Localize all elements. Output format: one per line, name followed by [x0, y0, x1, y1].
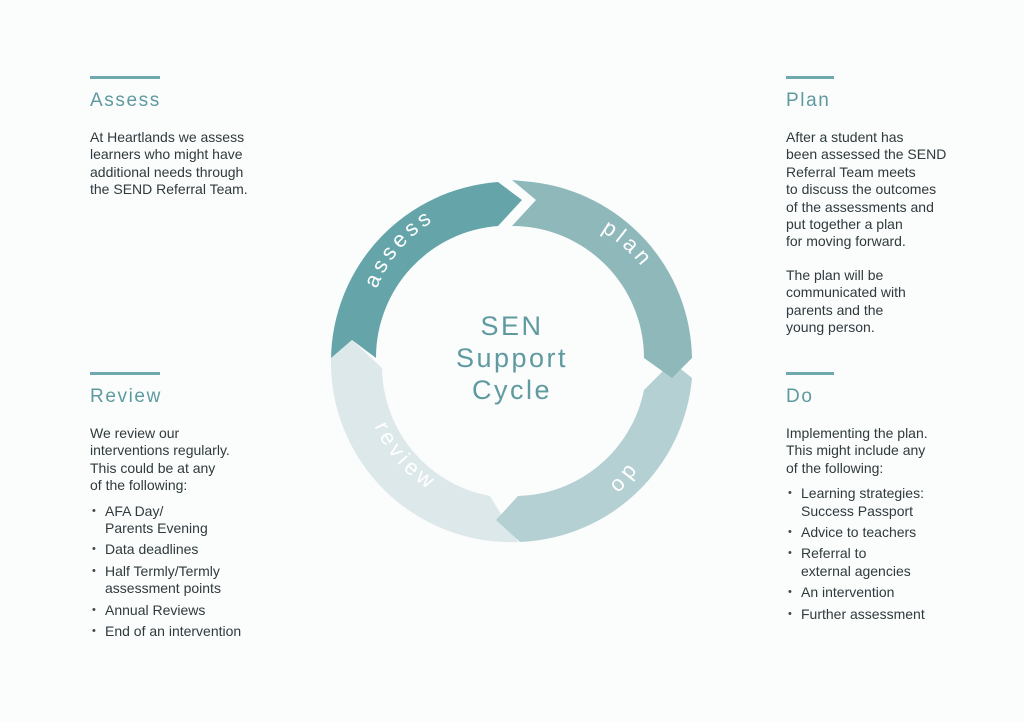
review-list-item: AFA Day/ Parents Evening: [90, 503, 290, 538]
center-title-line: Support: [456, 343, 568, 373]
plan-heading: Plan: [786, 90, 831, 111]
assess-text: At Heartlands we assess learners who mig…: [90, 129, 290, 199]
review-list: AFA Day/ Parents Evening Data deadlines …: [90, 503, 290, 641]
do-list-item: Referral to external agencies: [786, 545, 986, 580]
review-arc-segment: [330, 340, 518, 543]
do-list-item: Further assessment: [786, 606, 986, 624]
do-list-item: Learning strategies: Success Passport: [786, 485, 986, 520]
do-rule: [786, 372, 834, 375]
review-heading: Review: [90, 386, 162, 407]
plan-rule: [786, 76, 834, 79]
assess-arc-segment: [331, 182, 522, 358]
assess-panel: Assess At Heartlands we assess learners …: [90, 76, 290, 199]
do-list-item: An intervention: [786, 584, 986, 602]
do-list-item: Advice to teachers: [786, 524, 986, 542]
review-list-item: Data deadlines: [90, 541, 290, 559]
review-list-item: Annual Reviews: [90, 602, 290, 620]
plan-arc-segment: [512, 180, 692, 378]
do-arc-segment: [496, 362, 692, 542]
assess-paragraph: At Heartlands we assess learners who mig…: [90, 129, 248, 198]
do-panel: Do Implementing the plan. This might inc…: [786, 372, 986, 627]
plan-paragraph: After a student has been assessed the SE…: [786, 129, 947, 250]
do-list: Learning strategies: Success Passport Ad…: [786, 485, 986, 623]
review-list-item: End of an intervention: [90, 623, 290, 641]
do-text: Implementing the plan. This might includ…: [786, 425, 986, 623]
review-intro: We review our interventions regularly. T…: [90, 425, 230, 494]
plan-paragraph: The plan will be communicated with paren…: [786, 266, 906, 336]
review-text: We review our interventions regularly. T…: [90, 425, 290, 641]
do-intro: Implementing the plan. This might includ…: [786, 425, 928, 476]
assess-heading: Assess: [90, 90, 161, 111]
do-heading: Do: [786, 386, 814, 407]
center-title-line: SEN: [480, 311, 543, 341]
assess-rule: [90, 76, 160, 79]
review-rule: [90, 372, 160, 375]
review-list-item: Half Termly/Termly assessment points: [90, 563, 290, 598]
plan-text: After a student has been assessed the SE…: [786, 129, 986, 336]
review-panel: Review We review our interventions regul…: [90, 372, 290, 644]
center-title: SEN Support Cycle: [456, 311, 568, 405]
center-title-line: Cycle: [472, 375, 552, 405]
plan-panel: Plan After a student has been assessed t…: [786, 76, 986, 336]
